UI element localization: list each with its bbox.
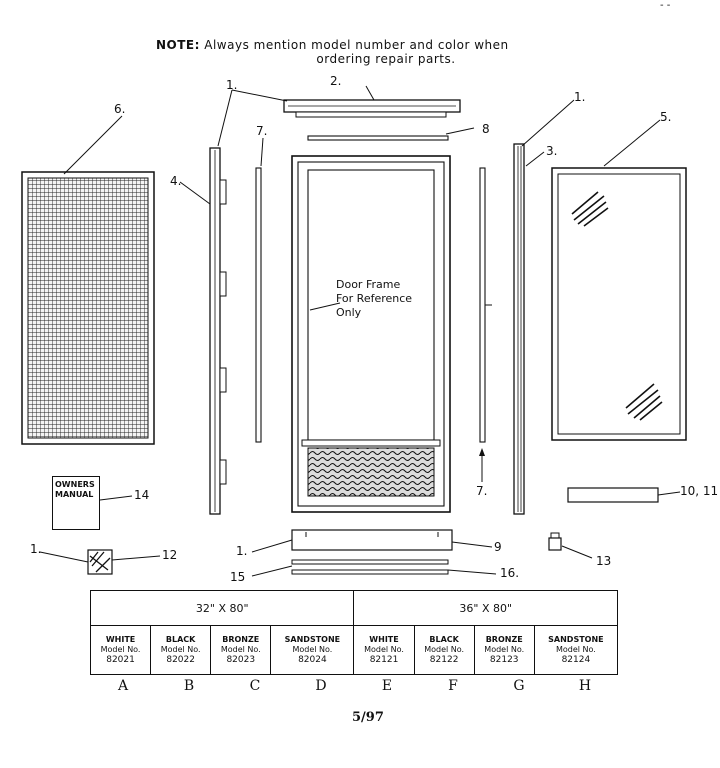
model-no-label: Model No. bbox=[220, 645, 261, 654]
model-no-label: Model No. bbox=[100, 645, 141, 654]
callout-15: 15 bbox=[230, 570, 246, 584]
bottom-sweep-16 bbox=[291, 569, 449, 575]
reference-line-1: Door Frame bbox=[336, 278, 401, 291]
callout-5: 5. bbox=[660, 110, 672, 124]
latch-rail-part bbox=[513, 143, 525, 515]
model-no-label: Model No. bbox=[484, 645, 525, 654]
bottom-expander-part bbox=[567, 487, 659, 503]
callout-1-bag: 1. bbox=[30, 542, 42, 556]
model-number: 82122 bbox=[429, 655, 459, 665]
note-line-2: ordering repair parts. bbox=[316, 52, 456, 66]
model-color: WHITE bbox=[369, 635, 399, 644]
model-number: 82121 bbox=[369, 655, 399, 665]
leader-lines bbox=[39, 85, 681, 577]
callout-1-bottom: 1. bbox=[236, 544, 248, 558]
model-color: SANDSTONE bbox=[548, 635, 604, 644]
model-number: 82021 bbox=[106, 655, 135, 665]
note-label: NOTE: bbox=[156, 38, 200, 52]
glass-insert-part bbox=[551, 167, 687, 441]
column-letter: E bbox=[381, 678, 393, 694]
callout-2: 2. bbox=[330, 74, 342, 88]
bottom-rail-part bbox=[291, 529, 453, 551]
column-letter: F bbox=[448, 678, 458, 694]
top-cap-part bbox=[283, 99, 461, 118]
model-color: BRONZE bbox=[485, 635, 523, 644]
column-letter: C bbox=[249, 678, 261, 694]
callout-8: 8 bbox=[482, 122, 490, 136]
model-color: BLACK bbox=[165, 635, 196, 644]
model-number: 82022 bbox=[166, 655, 195, 665]
touch-up-paint-part bbox=[548, 532, 562, 551]
callout-1-left: 1. bbox=[226, 78, 238, 92]
column-letter: H bbox=[578, 678, 592, 694]
door-frame-reference bbox=[291, 155, 451, 513]
model-color: BLACK bbox=[429, 635, 459, 644]
column-letter: B bbox=[183, 678, 195, 694]
callout-7-top: 7. bbox=[256, 124, 268, 138]
callout-6: 6. bbox=[114, 102, 126, 116]
screen-insert-part bbox=[21, 171, 155, 445]
model-no-label: Model No. bbox=[555, 645, 596, 654]
callout-14: 14 bbox=[134, 488, 150, 502]
callout-9: 9 bbox=[494, 540, 502, 554]
callout-10-11: 10, 11 bbox=[680, 484, 719, 498]
repair-note: NOTE: Always mention model number and co… bbox=[156, 38, 576, 66]
model-number: 82024 bbox=[298, 655, 327, 665]
callout-4: 4. bbox=[170, 174, 182, 188]
model-number: 82124 bbox=[561, 655, 591, 665]
size-36x80: 36" X 80" bbox=[353, 590, 618, 626]
column-letter: A bbox=[117, 678, 129, 694]
column-letter: D bbox=[315, 678, 327, 694]
model-no-label: Model No. bbox=[292, 645, 333, 654]
hardware-bag-part bbox=[87, 549, 113, 575]
exploded-parts-diagram bbox=[21, 85, 687, 577]
model-color: WHITE bbox=[105, 635, 136, 644]
reference-line-2: For Reference bbox=[336, 292, 413, 305]
callout-16: 16. bbox=[500, 566, 520, 580]
owners-manual-part: OWNERS MANUAL bbox=[52, 476, 100, 530]
model-no-label: Model No. bbox=[364, 645, 404, 654]
column-letters: A B C D E F G H bbox=[90, 678, 618, 694]
callout-7-bottom: 7. bbox=[476, 484, 488, 498]
model-color: BRONZE bbox=[222, 635, 260, 644]
callout-3: 3. bbox=[546, 144, 558, 158]
note-line-1: Always mention model number and color wh… bbox=[204, 38, 509, 52]
expander-strip-left bbox=[255, 167, 262, 443]
hinge-rail-part bbox=[209, 147, 227, 515]
model-no-label: Model No. bbox=[424, 645, 465, 654]
top-sweep-part bbox=[307, 135, 449, 141]
callout-1-right: 1. bbox=[574, 90, 586, 104]
expander-strip-right bbox=[479, 167, 486, 443]
door-frame-reference-label: Door Frame For Reference Only bbox=[336, 278, 426, 320]
page-corner-mark: - - bbox=[660, 0, 671, 11]
model-color: SANDSTONE bbox=[284, 635, 341, 644]
model-number: 82123 bbox=[489, 655, 519, 665]
footer-date: 5/97 bbox=[352, 710, 384, 725]
model-no-label: Model No. bbox=[160, 645, 201, 654]
callout-13: 13 bbox=[596, 554, 612, 568]
bottom-sweep-15 bbox=[291, 559, 449, 565]
reference-line-3: Only bbox=[336, 306, 362, 319]
reference-leader bbox=[309, 302, 341, 311]
manual-line-1: OWNERS bbox=[55, 480, 95, 489]
manual-line-2: MANUAL bbox=[55, 490, 94, 499]
size-32x80: 32" X 80" bbox=[89, 590, 355, 626]
callout-12: 12 bbox=[162, 548, 178, 562]
size-row: 32" X 80" 36" X 80" bbox=[89, 590, 618, 626]
model-number: 82023 bbox=[226, 655, 256, 665]
column-letter: G bbox=[513, 678, 525, 694]
